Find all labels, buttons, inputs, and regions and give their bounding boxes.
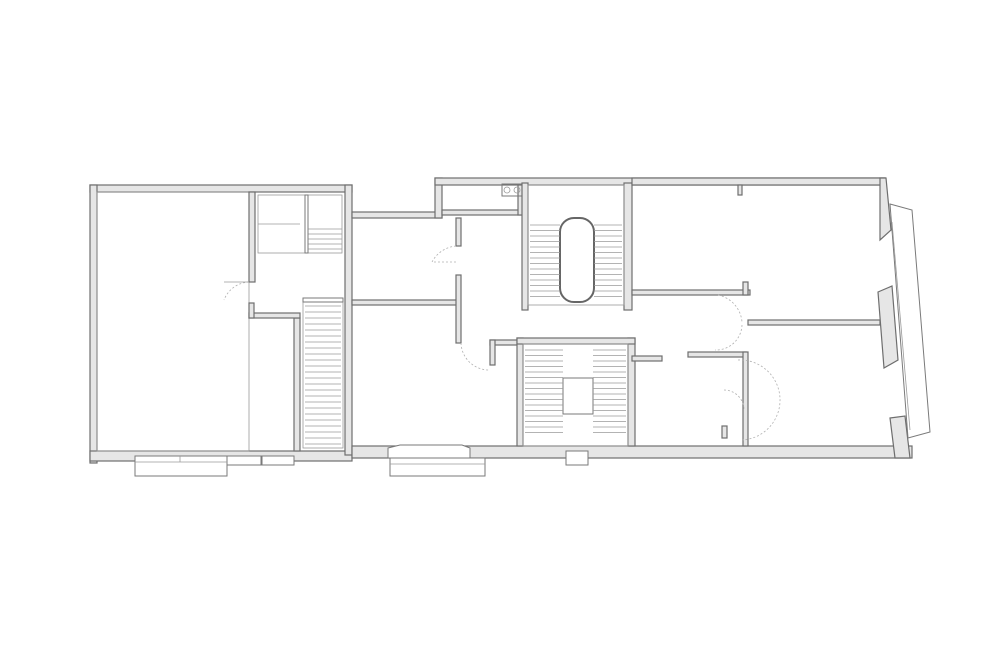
partition-corridor-south-side: [489, 339, 496, 366]
east-bay-wall-middle: [877, 285, 899, 369]
east-partition-middle: [747, 319, 881, 326]
east-partition-upper-end: [742, 281, 749, 296]
door-swing-middle-1: [431, 245, 457, 263]
partition-corridor-vertical-lower: [455, 274, 462, 344]
partition-west-stub: [248, 302, 255, 319]
door-swing-east-4: [723, 389, 745, 411]
west-block-left-wall: [89, 184, 98, 464]
east-block: [631, 177, 931, 459]
east-partition-vertical: [742, 351, 749, 447]
east-bay-wall-lower: [889, 415, 911, 459]
window-west-2: [226, 455, 262, 466]
staircase-central-lower: [516, 337, 636, 466]
partition-cupboard: [441, 209, 523, 216]
east-partition-upper: [631, 289, 751, 296]
west-block-right-wall: [344, 184, 353, 456]
window-west-1: [134, 455, 228, 477]
door-swing-west: [223, 281, 250, 301]
door-swing-east-1: [717, 294, 743, 323]
staircase-central-upper: [521, 182, 633, 311]
stair-well-square: [562, 377, 594, 415]
east-stub-top: [737, 184, 743, 196]
partition-corridor-vertical: [455, 217, 462, 247]
stair-landing-step: [565, 450, 589, 466]
east-partition-lower: [631, 355, 663, 362]
window-middle: [389, 457, 486, 477]
window-west-3: [261, 455, 295, 466]
east-bay-window: [889, 203, 931, 439]
west-block: [89, 184, 353, 477]
partition-west-horizontal: [248, 312, 301, 319]
door-swing-east-3: [737, 359, 781, 441]
door-swing-east-2: [714, 324, 743, 351]
west-block-top-wall: [89, 184, 353, 193]
east-bay-wall-upper: [879, 177, 892, 242]
window-middle-bay: [387, 444, 471, 459]
partition-west-stair-lower: [293, 317, 301, 452]
staircase-west-lower: [302, 297, 344, 449]
middle-top-wall: [351, 211, 443, 219]
partition-west-stair: [248, 191, 256, 283]
partition-middle-horizontal: [351, 299, 461, 306]
door-swing-middle-2: [460, 342, 490, 371]
staircase-west-upper: [257, 194, 343, 254]
stair-well-oval: [559, 217, 595, 303]
east-north-wall: [631, 177, 886, 186]
east-partition-lower-2: [687, 351, 747, 358]
room-large-west: [96, 191, 250, 452]
east-partition-stub: [721, 425, 728, 439]
